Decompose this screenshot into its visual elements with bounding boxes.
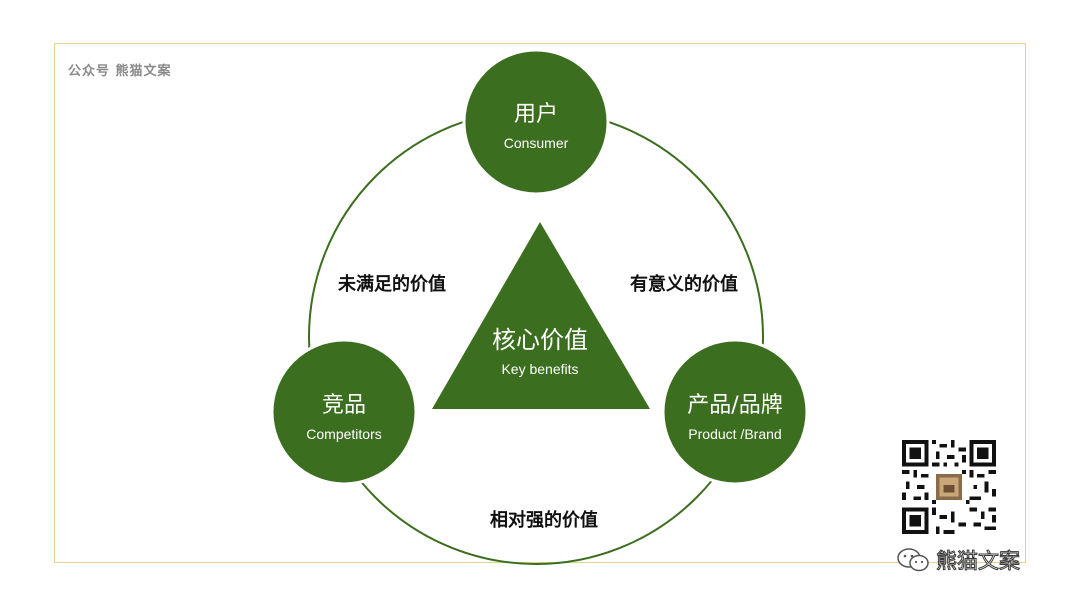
center-subtitle: Key benefits <box>501 361 578 377</box>
node-product-title: 产品/品牌 <box>687 393 782 418</box>
node-product: 产品/品牌 Product /Brand <box>661 338 809 486</box>
node-product-subtitle: Product /Brand <box>688 426 781 442</box>
wechat-account: 熊猫文案 <box>896 545 1021 575</box>
node-consumer-title: 用户 <box>514 102 558 127</box>
node-competitors: 竞品 Competitors <box>270 338 418 486</box>
edge-label-meaningful: 有意义的价值 <box>630 273 738 295</box>
center-title: 核心价值 <box>492 326 588 354</box>
node-consumer-subtitle: Consumer <box>504 135 569 151</box>
qr-code-icon <box>902 440 996 534</box>
node-competitors-title: 竞品 <box>322 393 366 418</box>
watermark-text: 公众号 熊猫文案 <box>68 64 172 79</box>
node-competitors-subtitle: Competitors <box>306 426 381 442</box>
edge-label-stronger: 相对强的价值 <box>490 509 598 531</box>
node-consumer: 用户 Consumer <box>462 48 610 196</box>
center-triangle <box>432 222 650 409</box>
wechat-account-name: 熊猫文案 <box>936 549 1021 574</box>
slide-frame <box>54 43 1026 563</box>
edge-label-unmet: 未满足的价值 <box>338 273 446 295</box>
wechat-icon <box>897 548 929 572</box>
